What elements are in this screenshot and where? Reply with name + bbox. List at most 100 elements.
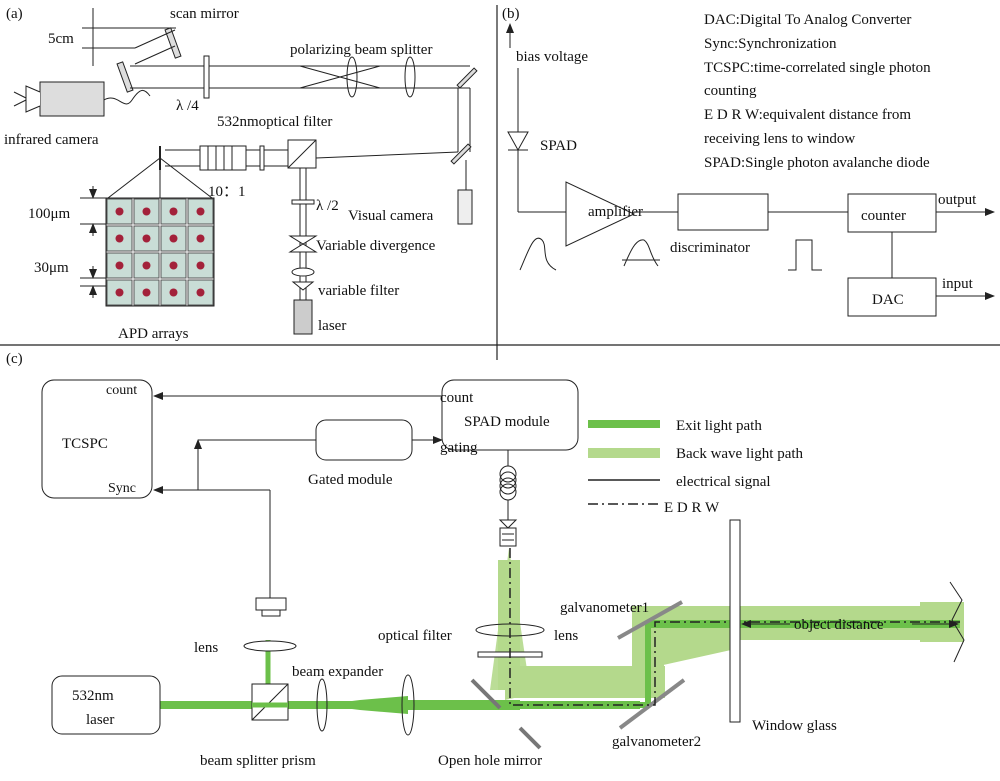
legend-swatch-back (588, 448, 660, 458)
apd-dot (196, 207, 205, 216)
quarter-wave-label: λ /4 (176, 98, 199, 114)
spad-diode-symbol (507, 131, 529, 152)
dac-label: DAC (872, 292, 904, 308)
apd-dot (196, 288, 205, 297)
amplifier-label: amplifier (588, 204, 643, 220)
edrw-path (509, 548, 960, 706)
pbs-label: polarizing beam splitter (290, 42, 432, 58)
optical-filter-c-label: optical filter (378, 628, 452, 644)
dimension-30um-label: 30μm (34, 260, 69, 276)
apd-dot (115, 207, 124, 216)
galvanometer2-label: galvanometer2 (612, 734, 701, 750)
infrared-camera-label: infrared camera (4, 132, 99, 148)
panel-c-tag: (c) (6, 351, 23, 367)
spad-count-port-label: count (440, 390, 474, 406)
spad-module-box (441, 379, 579, 451)
apd-dot (115, 261, 124, 270)
definition-line: E D R W:equivalent distance from (704, 107, 911, 123)
half-wave-label: λ /2 (316, 198, 339, 214)
legend-label-exit: Exit light path (676, 418, 762, 434)
fiber-collimator (499, 527, 517, 547)
photodetector (255, 597, 287, 611)
visual-camera-body (457, 189, 473, 225)
window-glass (729, 519, 741, 723)
beam-expander-label: beam expander (292, 664, 383, 680)
spad-module-label: SPAD module (464, 414, 550, 430)
apd-cell (160, 279, 187, 306)
apd-dot (115, 234, 124, 243)
fold-mirror-top (456, 67, 478, 89)
scan-mirror-upper (164, 27, 182, 59)
object-distance-label: object distance (794, 617, 884, 633)
definition-line: counting (704, 83, 757, 99)
spad-gating-port-label: gating (440, 440, 478, 456)
bias-voltage-label: bias voltage (516, 49, 588, 65)
laser-c-label-line1: 532nm (72, 688, 114, 704)
galvanometer2-mirror (618, 678, 686, 730)
galvanometer1-label: galvanometer1 (560, 600, 649, 616)
dimension-100um-label: 100μm (28, 206, 71, 222)
apd-dot (142, 234, 151, 243)
galvanometer1-mirror (617, 600, 683, 640)
beam-expander-lens-2 (401, 674, 415, 736)
tcspc-sync-port-label: Sync (108, 481, 136, 496)
variable-filter-label: variable filter (318, 283, 399, 299)
object-surface (949, 581, 965, 663)
panel-b-tag: (b) (502, 6, 520, 22)
apd-dot (196, 261, 205, 270)
apd-dot (196, 234, 205, 243)
legend-swatch-exit (588, 420, 660, 428)
gated-module-box (315, 419, 413, 461)
pbs-lens-1 (346, 56, 358, 98)
tcspc-box (41, 379, 153, 499)
apd-array-grid (105, 197, 215, 307)
infrared-camera-body (39, 81, 105, 117)
output-label: output (938, 192, 977, 208)
ratio-label: 10：1 (208, 184, 246, 200)
dac-box (847, 277, 937, 317)
definition-line: receiving lens to window (704, 131, 855, 147)
open-hole-mirror-left (470, 678, 502, 710)
legend-label-electrical: electrical signal (676, 474, 771, 490)
window-glass-label: Window glass (752, 718, 837, 734)
left-lens-label: lens (194, 640, 218, 656)
panel-a-tag: (a) (6, 6, 23, 22)
visual-camera-label: Visual camera (348, 208, 434, 224)
zoom-objective (199, 145, 247, 171)
left-lens (243, 640, 297, 652)
legend: Exit light path Back wave light path ele… (588, 418, 804, 516)
counter-box (847, 193, 937, 233)
open-hole-mirror-right (518, 726, 542, 750)
laser-c-label-line2: laser (86, 712, 114, 728)
pbs-lens-2 (404, 56, 416, 98)
laser-a-label: laser (318, 318, 346, 334)
half-wave-plate (291, 199, 315, 205)
definition-line: DAC:Digital To Analog Converter (704, 12, 911, 28)
definition-line: Sync:Synchronization (704, 36, 837, 52)
fiber-coil (499, 450, 517, 520)
legend-label-edrw: E D R W (664, 500, 720, 516)
panel-b: (b) bias voltage SPAD amplifier discrimi… (502, 6, 995, 317)
apd-dot (142, 288, 151, 297)
counter-label: counter (861, 208, 906, 224)
input-label: input (942, 276, 974, 292)
beam-expander-lens-1 (316, 678, 328, 732)
variable-divergence-label: Variable divergence (316, 238, 436, 254)
scan-mirror-label: scan mirror (170, 6, 239, 22)
spad-label: SPAD (540, 138, 577, 154)
panel-c: (c) TCSPC count Sync (6, 351, 965, 769)
laser-c-box (51, 675, 161, 735)
apd-arrays-label: APD arrays (118, 326, 189, 342)
apd-dot (169, 261, 178, 270)
definition-line: SPAD:Single photon avalanche diode (704, 155, 930, 171)
tcspc-count-port-label: count (106, 383, 137, 398)
apd-dot (142, 261, 151, 270)
discriminator-box (677, 193, 769, 231)
quarter-wave-plate (203, 55, 210, 99)
optical-filter-label: 532nmoptical filter (217, 114, 332, 130)
panel-a: (a) 5cm scan mirror λ /4 polarizing beam… (4, 6, 478, 342)
gated-module-label: Gated module (308, 472, 393, 488)
open-hole-mirror-label: Open hole mirror (438, 753, 542, 769)
